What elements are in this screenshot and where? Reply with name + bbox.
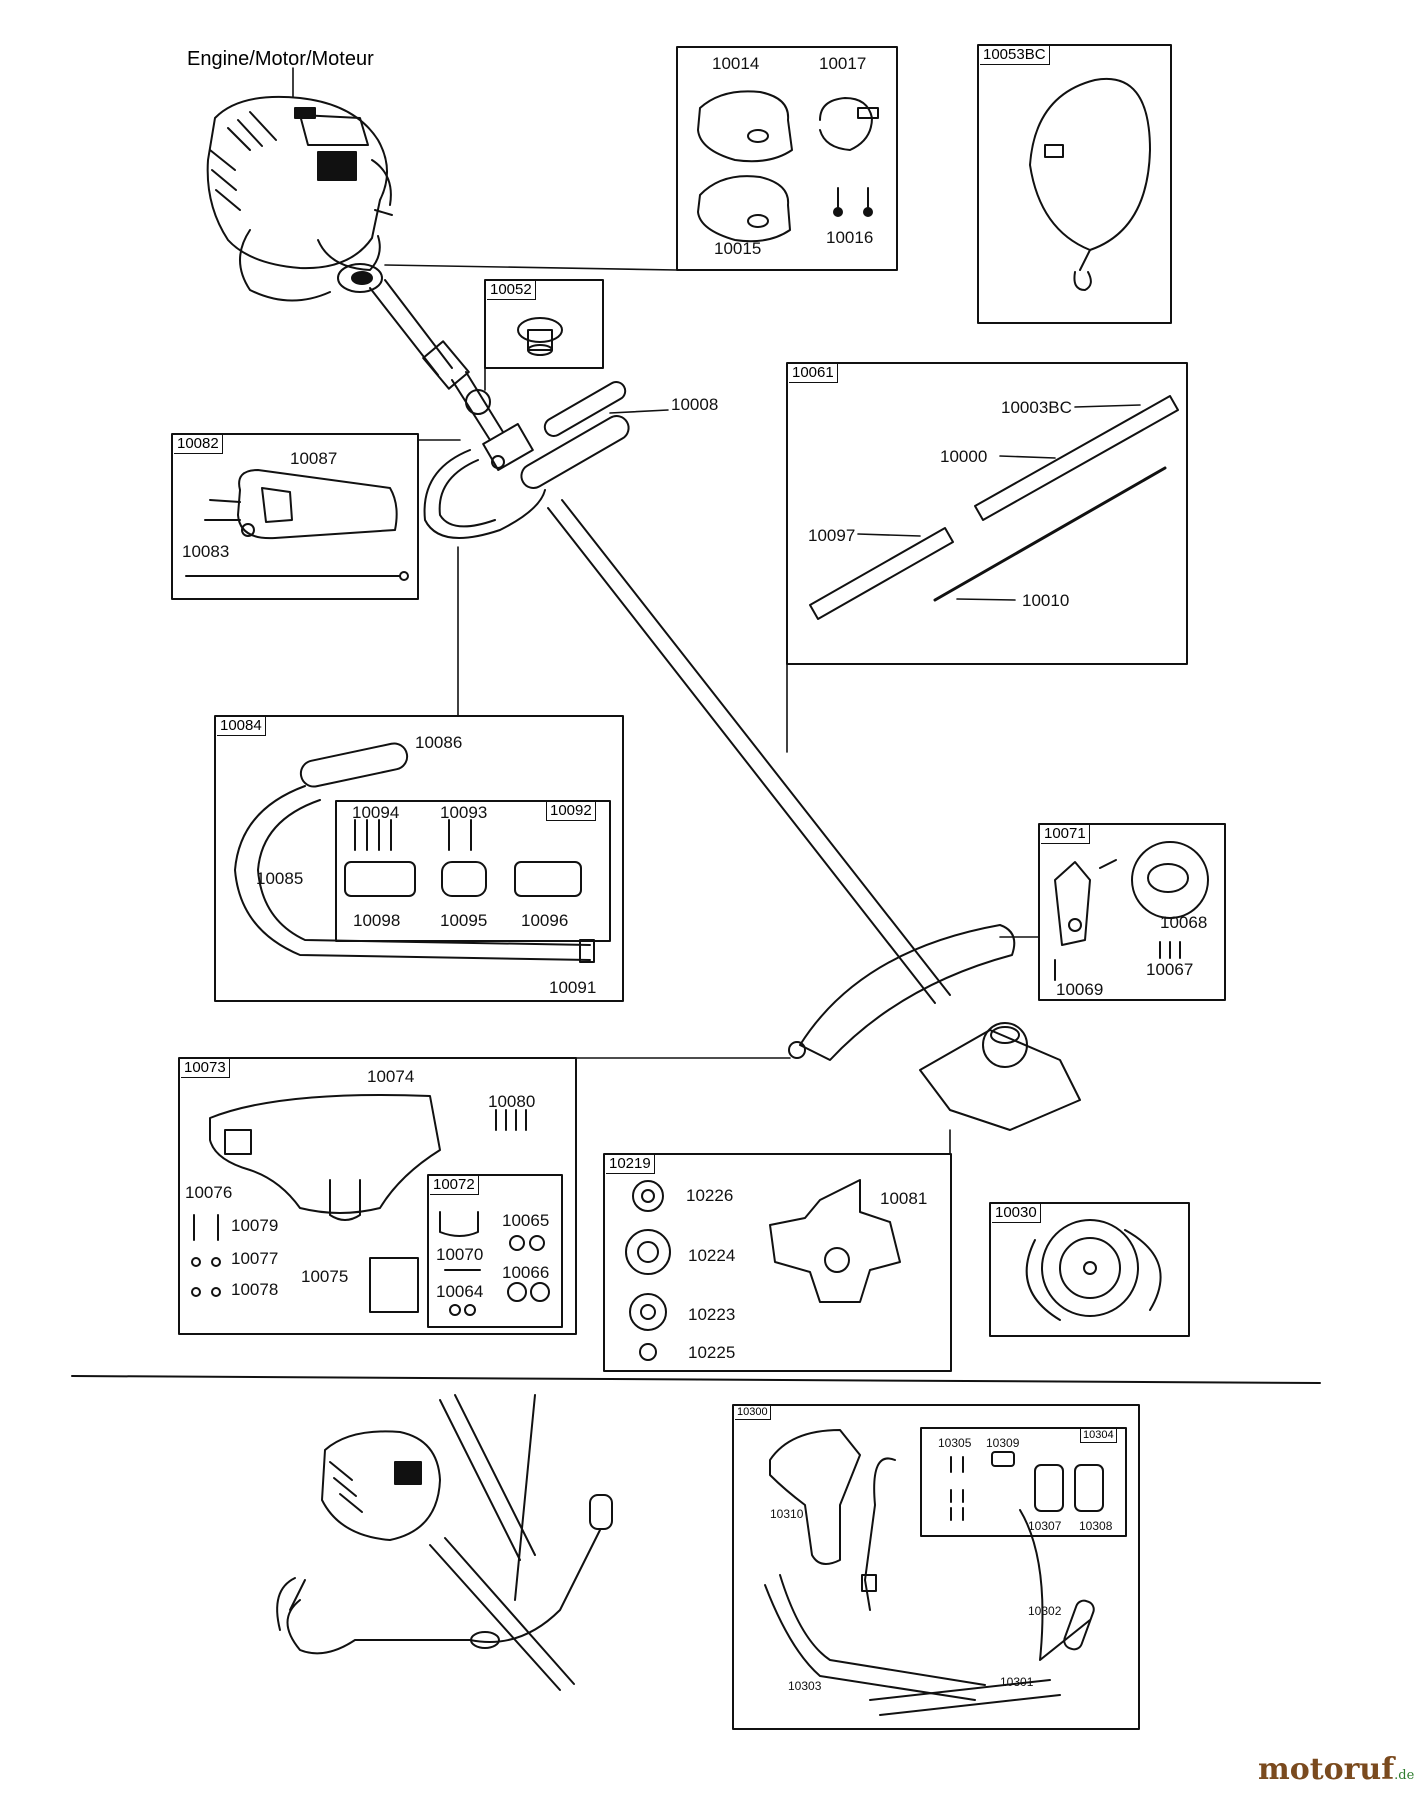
engine-title: Engine/Motor/Moteur xyxy=(187,48,374,70)
label-10308: 10308 xyxy=(1079,1519,1113,1533)
label-10087: 10087 xyxy=(290,449,338,468)
label-10070: 10070 xyxy=(436,1245,484,1264)
label-10064: 10064 xyxy=(436,1282,484,1301)
label-10075: 10075 xyxy=(301,1267,349,1286)
drive-shaft xyxy=(547,499,951,1004)
box-10052 xyxy=(484,279,604,369)
label-10302: 10302 xyxy=(1028,1604,1062,1618)
shaft-parts xyxy=(809,395,1179,620)
box-10061 xyxy=(786,362,1188,665)
label-10096: 10096 xyxy=(521,911,569,930)
brand-logo-suffix: .de xyxy=(1394,1768,1415,1783)
label-10068: 10068 xyxy=(1160,913,1208,932)
tag-10084: 10084 xyxy=(217,717,266,736)
covers-clamp-parts xyxy=(697,90,879,243)
label-10003bc: 10003BC xyxy=(1001,398,1072,417)
label-10069: 10069 xyxy=(1056,980,1104,999)
label-10303: 10303 xyxy=(788,1679,822,1693)
variant-handle-parts xyxy=(764,1429,1104,1716)
label-10000: 10000 xyxy=(940,447,988,466)
variant-engine-illustration xyxy=(276,1394,613,1691)
label-10066: 10066 xyxy=(502,1263,550,1282)
gearhead-parts xyxy=(1054,841,1209,981)
label-10225: 10225 xyxy=(688,1343,736,1362)
tag-10061: 10061 xyxy=(789,364,838,383)
guard-blade-assembly xyxy=(788,924,1081,1131)
box-10030 xyxy=(989,1202,1190,1337)
label-10094: 10094 xyxy=(352,803,400,822)
label-10307: 10307 xyxy=(1028,1519,1062,1533)
label-10079: 10079 xyxy=(231,1216,279,1235)
trimmer-head xyxy=(1025,1219,1162,1321)
label-10301: 10301 xyxy=(1000,1675,1034,1689)
label-10226: 10226 xyxy=(686,1186,734,1205)
box-10219 xyxy=(603,1153,952,1372)
label-10098: 10098 xyxy=(353,911,401,930)
harness-strap xyxy=(1029,77,1151,291)
box-10092 xyxy=(335,800,611,942)
bracket-parts xyxy=(439,1211,550,1316)
box-10053bc xyxy=(977,44,1172,324)
label-10016: 10016 xyxy=(826,228,874,247)
label-10085: 10085 xyxy=(256,869,304,888)
tag-10053bc: 10053BC xyxy=(980,46,1050,65)
tag-10071: 10071 xyxy=(1041,825,1090,844)
label-10067: 10067 xyxy=(1146,960,1194,979)
engine-illustration xyxy=(206,95,504,441)
label-10095: 10095 xyxy=(440,911,488,930)
tag-10030: 10030 xyxy=(992,1204,1041,1223)
label-10224: 10224 xyxy=(688,1246,736,1265)
label-10015: 10015 xyxy=(714,239,762,258)
label-10093: 10093 xyxy=(440,803,488,822)
brand-logo: motoruf.de xyxy=(1258,1752,1414,1787)
label-10080: 10080 xyxy=(488,1092,536,1111)
label-10074: 10074 xyxy=(367,1067,415,1086)
label-10083: 10083 xyxy=(182,542,230,561)
tag-10300: 10300 xyxy=(735,1406,771,1420)
label-10008: 10008 xyxy=(671,395,719,414)
label-10078: 10078 xyxy=(231,1280,279,1299)
brand-logo-text: motoruf xyxy=(1258,1752,1395,1787)
connector-lines xyxy=(71,67,1321,1384)
box-10014-group xyxy=(676,46,898,271)
label-10091: 10091 xyxy=(549,978,597,997)
tag-10072: 10072 xyxy=(430,1176,479,1195)
loop-handle-bar xyxy=(234,742,595,963)
label-10010: 10010 xyxy=(1022,591,1070,610)
part-boxes xyxy=(171,44,1226,1730)
label-10310: 10310 xyxy=(770,1507,804,1521)
blade-hardware xyxy=(625,1179,901,1361)
label-10014: 10014 xyxy=(712,54,760,73)
tag-10082: 10082 xyxy=(174,435,223,454)
tag-10304: 10304 xyxy=(1080,1429,1117,1443)
label-10076: 10076 xyxy=(185,1183,233,1202)
box-10300 xyxy=(732,1404,1140,1730)
tag-10073: 10073 xyxy=(181,1059,230,1078)
blade-guard-parts xyxy=(191,1093,527,1313)
box-10304 xyxy=(920,1427,1127,1537)
box-10072 xyxy=(427,1174,563,1328)
box-10073 xyxy=(178,1057,577,1335)
label-10086: 10086 xyxy=(415,733,463,752)
tag-10052: 10052 xyxy=(487,281,536,300)
box-10082 xyxy=(171,433,419,600)
label-10017: 10017 xyxy=(819,54,867,73)
label-10097: 10097 xyxy=(808,526,856,545)
throttle-handle xyxy=(185,469,409,581)
label-10077: 10077 xyxy=(231,1249,279,1268)
tag-10092: 10092 xyxy=(546,802,596,821)
label-10309: 10309 xyxy=(986,1436,1020,1450)
handlebar-top xyxy=(423,381,630,539)
box-10071 xyxy=(1038,823,1226,1001)
label-10081: 10081 xyxy=(880,1189,928,1208)
label-10305: 10305 xyxy=(938,1436,972,1450)
label-10223: 10223 xyxy=(688,1305,736,1324)
tag-10219: 10219 xyxy=(606,1155,655,1174)
label-10065: 10065 xyxy=(502,1211,550,1230)
box-10084 xyxy=(214,715,624,1002)
part-10052 xyxy=(517,317,563,356)
